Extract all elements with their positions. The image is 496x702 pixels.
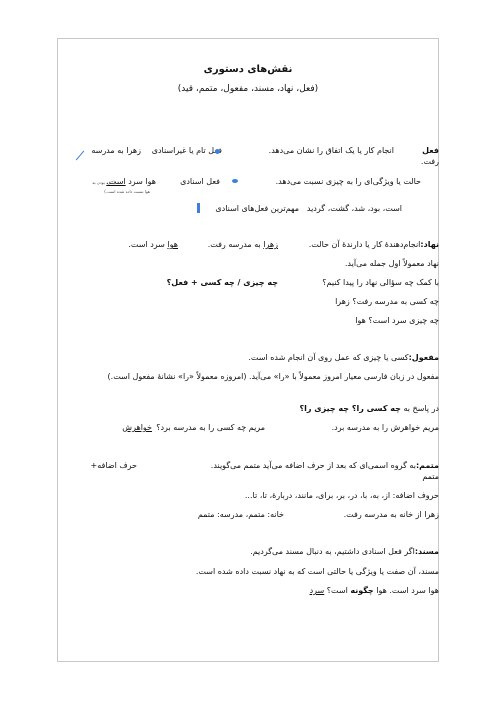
fel-example-2-pre: هوا سرد [128, 177, 156, 186]
mosnad-example-bold: چگونه [350, 586, 374, 595]
nahad-question-formula: چه چیزی / چه کسی + فعل؟ [166, 278, 278, 287]
mafool-answer-text: خواهرش [122, 423, 152, 432]
motammam-example-answer: خانه: متمم، مدرسه: متمم [197, 510, 284, 519]
mafool-example-question: مریم چه کسی را به مدرسه برد؟ [156, 423, 265, 432]
fel-type-esnadi: فعل اسنادی [180, 177, 220, 186]
pen-dot [232, 179, 238, 183]
nahad-definition-line: نهاد:انجام‌دهندهٔ کار یا دارندهٔ آن حالت… [309, 240, 439, 250]
mosnad-definition-line: مسند:اگر فعل اسنادی داشتیم، به دنبال مسن… [250, 547, 439, 557]
mosnad-example-post: است؟ [326, 586, 348, 595]
mosnad-explanation: مسند، آن صفت یا ویژگی یا حالتی است که به… [195, 567, 439, 576]
nahad-question-example-1: چه کسی به مدرسه رفت؟ زهرا [335, 297, 439, 306]
nahad-definition: انجام‌دهندهٔ کار یا دارندهٔ آن حالت. [308, 240, 421, 249]
fel-example-2: هوا سرد است. [106, 177, 156, 187]
mosnad-definition: اگر فعل اسنادی داشتیم، به دنبال مسند می‌… [250, 547, 415, 556]
mafool-question-line: در پاسخ به چه کسی را؟ چه چیزی را؟ [300, 404, 439, 414]
mafool-question-pre: در پاسخ به [403, 404, 439, 413]
fel-example-1: زهرا به مدرسه [91, 146, 141, 155]
fel-heading: فعل [422, 146, 439, 156]
nahad-example-1-rest: به مدرسه رفت. [207, 240, 261, 249]
fel-example-2-note: (سرد بودن به [92, 180, 115, 185]
nahad-example-2-rest: سرد است. [128, 240, 165, 249]
mafool-example: مریم خواهرش را به مدرسه برد. [331, 423, 439, 432]
motammam-definition: به گروه اسمی‌ای که بعد از حرف اضافه می‌آ… [210, 461, 416, 470]
fel-esnadi-list: است، بود، شد، گشت، گردید [306, 204, 402, 213]
fel-definition-2: حالت یا ویژگی‌ای را به چیزی نسبت می‌دهد. [275, 177, 421, 186]
nahad-question-example-2: چه چیزی سرد است؟ هوا [355, 316, 439, 325]
motammam-example: زهرا از خانه به مدرسه رفت. [343, 510, 439, 519]
pen-dot [215, 149, 220, 154]
fel-heading-label: فعل [422, 146, 439, 155]
document-subtitle: (فعل، نهاد، مسند، مفعول، متمم، قید) [177, 84, 319, 94]
motammam-heading: متمم: [415, 461, 439, 470]
mafool-definition-line: مفعول:کسی یا چیزی که عمل روی آن انجام شد… [248, 353, 439, 363]
motammam-prepositions: حروف اضافه: از، به، با، در، بر، برای، ما… [244, 491, 439, 500]
mosnad-heading: مسند: [414, 547, 439, 556]
mosnad-example-pre: هوا سرد است. هوا [376, 586, 439, 595]
nahad-position: نهاد معمولاً اول جمله می‌آید. [344, 259, 439, 268]
mafool-definition: کسی یا چیزی که عمل روی آن انجام شده است. [248, 353, 409, 362]
nahad-example-1: زهرا به مدرسه رفت. [208, 240, 278, 250]
nahad-heading: نهاد: [420, 240, 439, 249]
nahad-question: با کمک چه سؤالی نهاد را پیدا کنیم؟ [322, 278, 439, 287]
fel-example-2-verb: است. [106, 177, 126, 186]
nahad-example-2-subject: هوا [167, 240, 178, 249]
mafool-question-formula: چه کسی را؟ چه چیزی را؟ [299, 404, 401, 413]
nahad-example-2: هوا سرد است. [128, 240, 178, 250]
motammam-formula-2: متمم [422, 472, 439, 481]
nahad-example-1-subject: زهرا [263, 240, 278, 249]
fel-type-tam: فعل تام یا غیراسنادی [151, 146, 222, 155]
motammam-definition-line: متمم:به گروه اسمی‌ای که بعد از حرف اضافه… [211, 461, 439, 471]
document-title: نقش‌های دستوری [203, 64, 293, 75]
fel-example-2-note-2: هوا نسبت داده شده است.) [104, 189, 150, 194]
mafool-ra-rule: مفعول در زبان فارسی معیار امروز معمولاً … [107, 372, 439, 381]
page-border [57, 38, 439, 662]
fel-definition: انجام کار یا یک اتفاق را نشان می‌دهد. [268, 146, 394, 155]
mosnad-example: هوا سرد است. هوا چگونه است؟ سرد [310, 586, 439, 596]
mafool-example-answer: خواهرش [122, 423, 152, 433]
pen-mark [197, 203, 200, 213]
mafool-heading: مفعول: [408, 353, 439, 362]
mosnad-example-answer: سرد [309, 586, 325, 595]
fel-esnadi-label: مهم‌ترین فعل‌های اسنادی [215, 204, 299, 213]
motammam-formula: حرف اضافه+ [90, 461, 137, 470]
fel-example-1-continued: رفت. [420, 157, 439, 166]
